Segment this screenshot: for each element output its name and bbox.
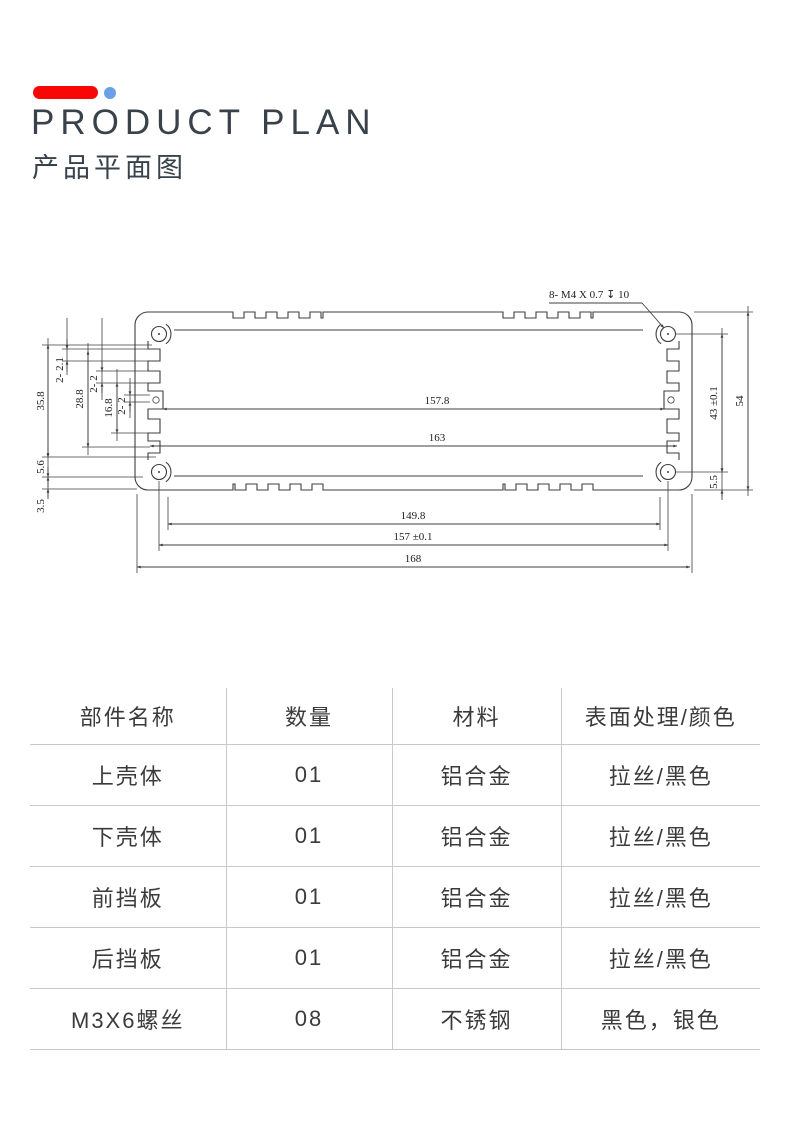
dim-label-5-6: 5.6 <box>35 460 47 474</box>
dim-label-149-8: 149.8 <box>401 510 426 522</box>
col-header-material: 材料 <box>392 688 562 745</box>
cell-finish: 拉丝/黑色 <box>561 866 760 928</box>
left-dimension-lines <box>46 339 132 499</box>
dim-label-2-2-b: 2- 2 <box>88 375 100 392</box>
cell-qty: 01 <box>226 744 393 806</box>
page-title: PRODUCT PLAN <box>31 103 377 142</box>
cell-finish: 拉丝/黑色 <box>561 927 760 989</box>
cell-part: 上壳体 <box>30 744 227 806</box>
dim-label-163: 163 <box>429 432 446 444</box>
dim-label-157-8: 157.8 <box>425 395 450 407</box>
table-row: 前挡板 01 铝合金 拉丝/黑色 <box>30 866 760 928</box>
callout-leader <box>641 302 665 329</box>
table-row: 上壳体 01 铝合金 拉丝/黑色 <box>30 744 760 806</box>
cell-finish: 拉丝/黑色 <box>561 805 760 867</box>
table-row: M3X6螺丝 08 不锈钢 黑色，银色 <box>30 988 760 1050</box>
left-wall-slots <box>147 341 164 460</box>
cell-material: 铝合金 <box>392 744 562 806</box>
dim-label-5-5: 5.5 <box>708 475 720 489</box>
cell-qty: 01 <box>226 805 393 867</box>
cell-part: 下壳体 <box>30 805 227 867</box>
dim-label-3-5: 3.5 <box>35 499 47 513</box>
cell-material: 不锈钢 <box>392 988 562 1050</box>
boss-hook-br <box>655 461 662 483</box>
left-extension-lines <box>42 318 156 496</box>
bottom-dimension-lines <box>136 522 691 569</box>
dim-label-54: 54 <box>734 395 746 407</box>
table-header-row: 部件名称 数量 材料 表面处理/颜色 <box>30 688 760 745</box>
cell-qty: 08 <box>226 988 393 1050</box>
cell-material: 铝合金 <box>392 927 562 989</box>
cell-qty: 01 <box>226 866 393 928</box>
cell-material: 铝合金 <box>392 866 562 928</box>
red-accent-bar <box>33 86 98 99</box>
bottom-extension-lines <box>136 481 693 573</box>
cell-finish: 黑色，银色 <box>561 988 760 1050</box>
dim-label-2-2-1: 2- 2.1 <box>54 357 66 383</box>
blue-accent-dot <box>104 87 116 99</box>
cell-material: 铝合金 <box>392 805 562 867</box>
col-header-qty: 数量 <box>226 688 393 745</box>
enclosure-outer-profile <box>134 311 693 491</box>
right-dimension-lines <box>720 311 750 500</box>
dim-label-35-8: 35.8 <box>35 391 47 411</box>
cell-qty: 01 <box>226 927 393 989</box>
dim-label-28-8: 28.8 <box>74 389 86 409</box>
boss-hook-tl <box>165 323 172 345</box>
dim-label-157: 157 ±0.1 <box>393 531 432 543</box>
dim-label-2-2-c: 2- 2 <box>116 397 128 414</box>
dim-label-168: 168 <box>405 553 422 565</box>
dim-label-16-8: 16.8 <box>103 398 115 418</box>
boss-hook-bl <box>165 461 172 483</box>
table-row: 下壳体 01 铝合金 拉丝/黑色 <box>30 805 760 867</box>
page-subtitle: 产品平面图 <box>32 153 187 183</box>
right-rail-hole <box>667 396 675 404</box>
cell-part: 后挡板 <box>30 927 227 989</box>
cell-finish: 拉丝/黑色 <box>561 744 760 806</box>
table-row: 后挡板 01 铝合金 拉丝/黑色 <box>30 927 760 989</box>
cell-part: M3X6螺丝 <box>30 988 227 1050</box>
technical-drawing: 35.8 2- 2.1 28.8 2- 2 16.8 2- 2 5.6 3.5 … <box>35 289 753 573</box>
spec-table: 部件名称 数量 材料 表面处理/颜色 上壳体 01 铝合金 拉丝/黑色 下壳体 … <box>30 688 760 1050</box>
screw-callout-label: 8- M4 X 0.7 ↧ 10 <box>549 289 630 301</box>
col-header-finish: 表面处理/颜色 <box>561 688 760 745</box>
boss-hook-tr <box>655 323 662 345</box>
left-rail-hole <box>152 396 160 404</box>
cell-part: 前挡板 <box>30 866 227 928</box>
right-wall-slots <box>663 341 680 460</box>
dim-label-43: 43 ±0.1 <box>708 386 720 420</box>
col-header-part: 部件名称 <box>30 688 227 745</box>
